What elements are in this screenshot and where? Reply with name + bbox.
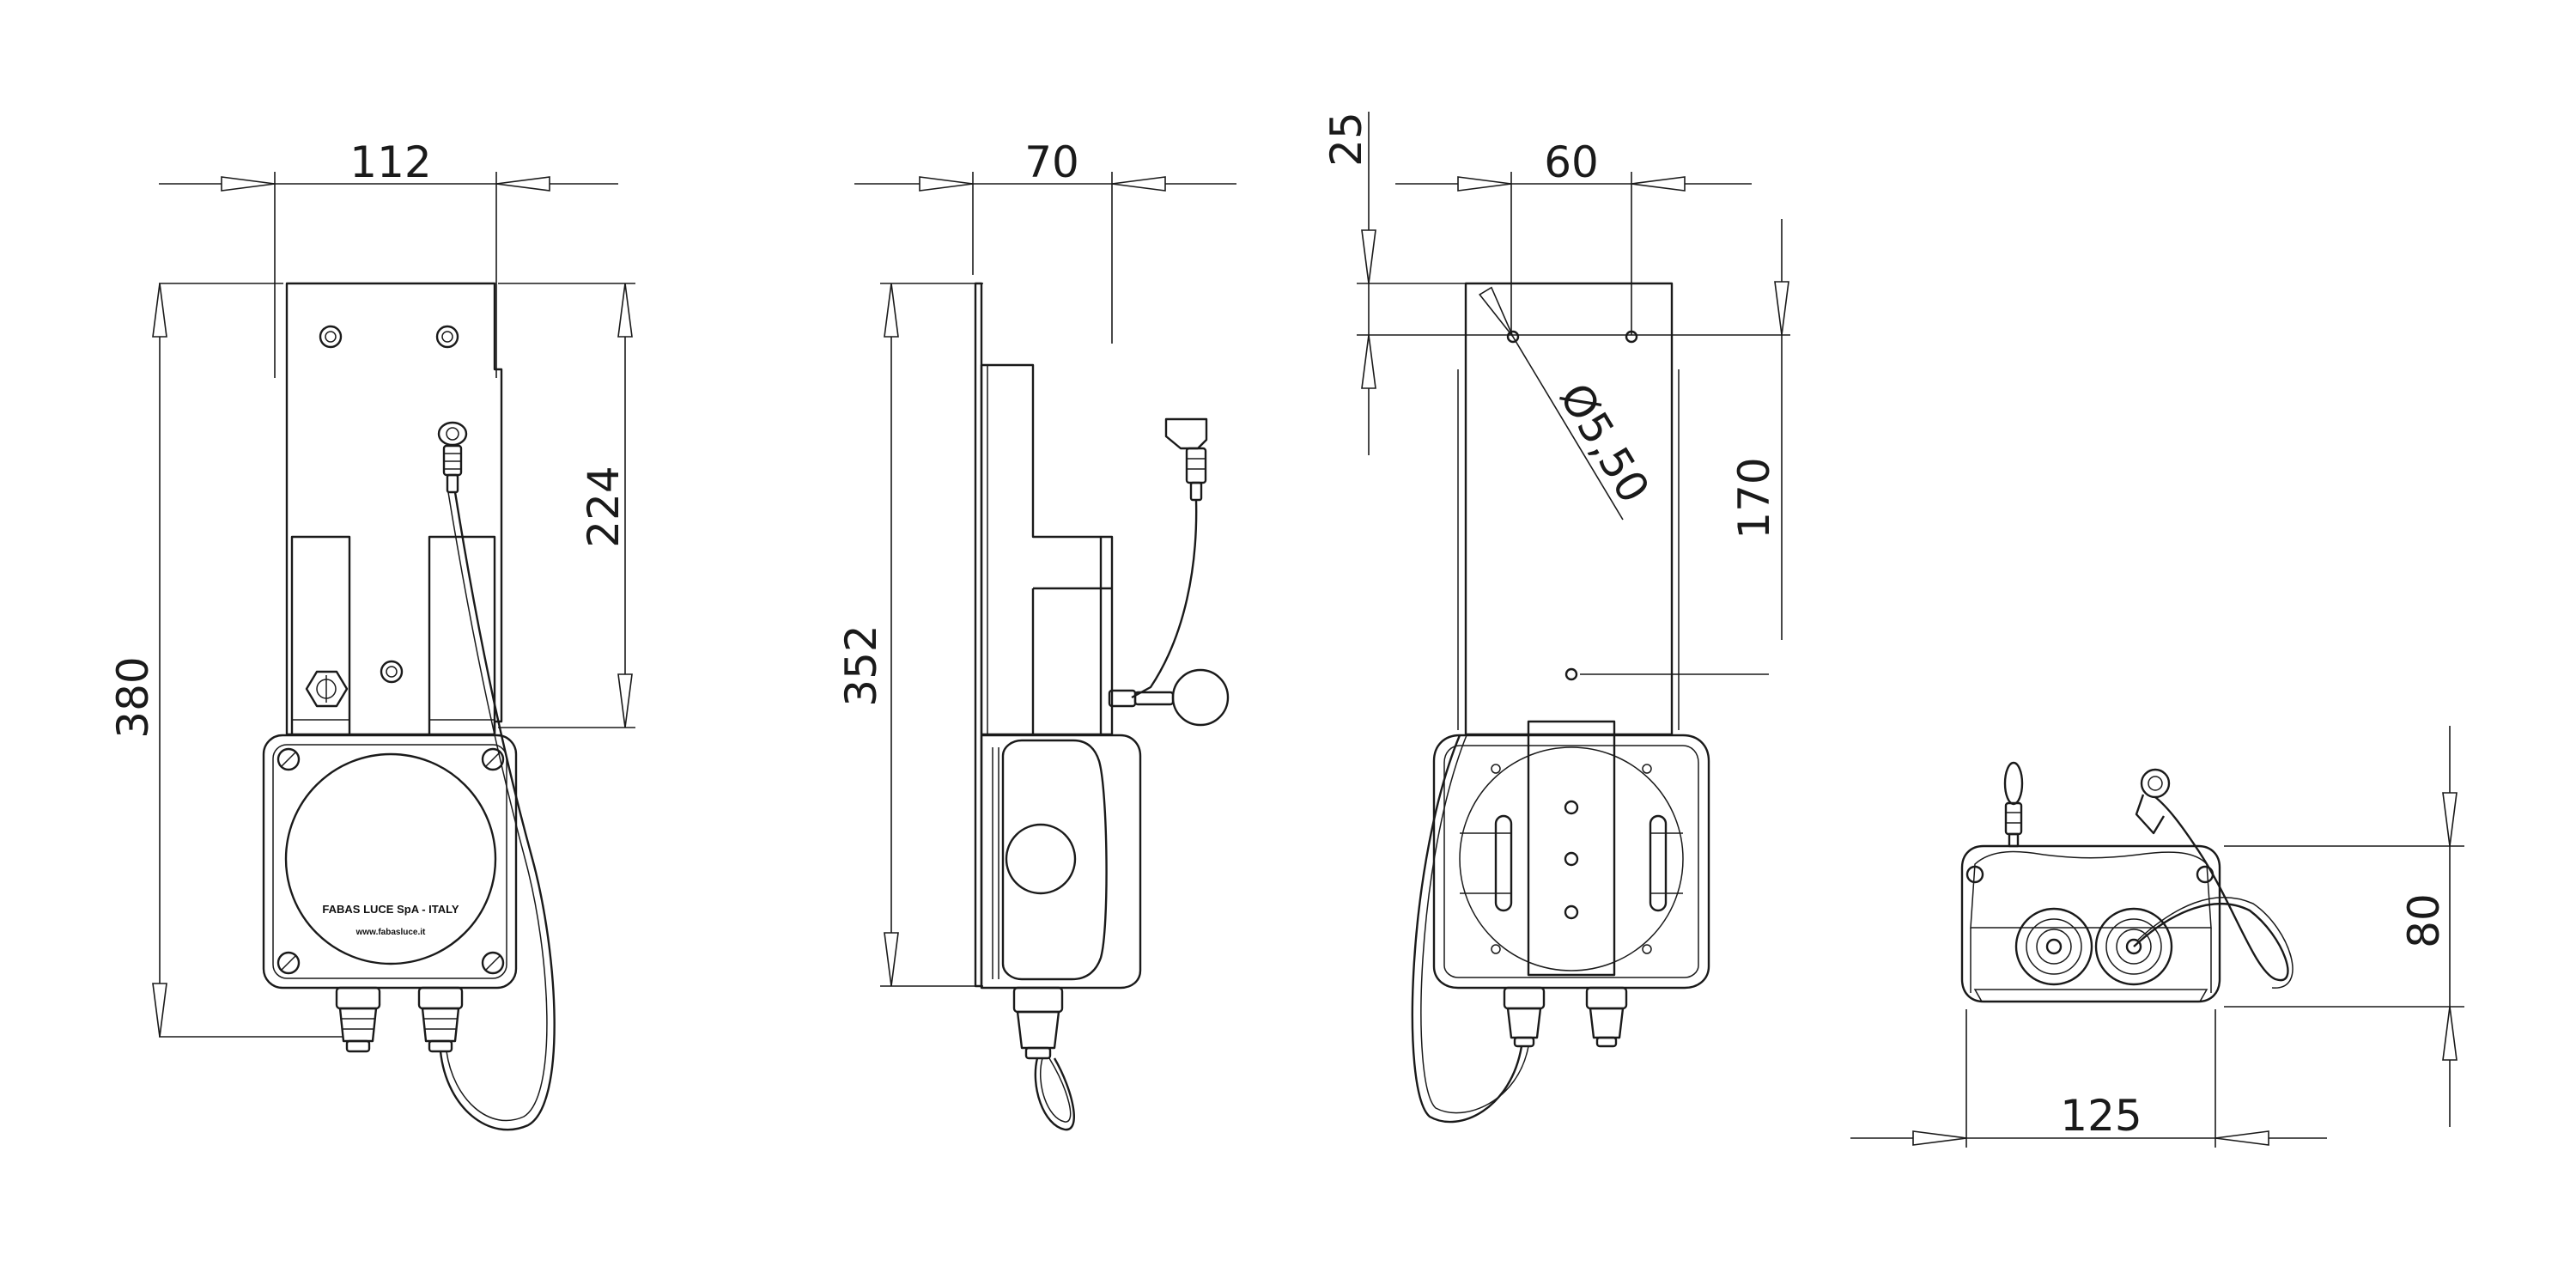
side-view: 70 352: [836, 137, 1236, 1131]
dimension-rear-hole-spacing: 60: [1395, 137, 1752, 335]
dimension-bottom-height: 80: [2224, 726, 2464, 1127]
nameplate: FABAS LUCE SpA - ITALY www.fabasluce.it: [322, 903, 459, 937]
bottom-view: 125 80: [1850, 726, 2464, 1148]
dimension-front-width: 112: [159, 137, 618, 378]
side-width-label: 70: [1024, 137, 1079, 187]
cable-connector: [437, 421, 468, 494]
rear-hole-to-hole-label: 170: [1729, 457, 1779, 539]
dimension-side-height: 352: [836, 283, 983, 987]
dimension-rear-top-offset: 25: [1321, 112, 1790, 455]
rear-top-offset-label: 25: [1321, 112, 1371, 167]
cable-gland-right: [417, 986, 464, 1053]
bottom-width-label: 125: [2060, 1091, 2142, 1141]
dimension-bottom-width: 125: [1850, 1009, 2327, 1148]
side-height-label: 352: [836, 624, 886, 706]
dimension-rear-hole-to-hole: 170: [1580, 219, 1789, 675]
front-height-total-label: 380: [108, 656, 158, 738]
rear-hole-diameter-label: Ø5,50: [1550, 375, 1659, 511]
company-name: FABAS LUCE SpA - ITALY: [322, 903, 459, 916]
rear-hole-spacing-label: 60: [1544, 137, 1599, 187]
company-website: www.fabasluce.it: [355, 928, 426, 937]
rear-view: 60 25 170 Ø5,50: [1321, 112, 1790, 1124]
dimension-side-width: 70: [854, 137, 1236, 344]
front-width-label: 112: [349, 137, 431, 187]
dimension-front-height-bracket: 224: [498, 283, 635, 728]
dimension-front-height-total: 380: [108, 283, 343, 1038]
front-height-bracket-label: 224: [579, 466, 629, 547]
bottom-height-label: 80: [2399, 893, 2449, 948]
front-view: 112 380 224: [108, 137, 635, 1131]
cable-gland-left: [335, 986, 381, 1053]
